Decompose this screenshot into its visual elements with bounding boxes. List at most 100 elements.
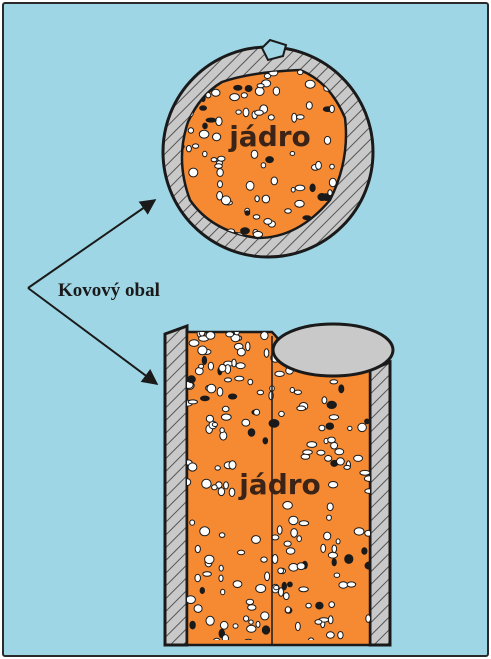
pore: [236, 110, 241, 114]
pore: [219, 533, 225, 538]
pore: [257, 84, 264, 88]
pore: [234, 85, 242, 90]
pore: [188, 463, 197, 471]
pore: [261, 557, 267, 562]
pore: [285, 607, 290, 613]
pore: [221, 589, 225, 595]
pore: [188, 376, 196, 383]
pore: [212, 485, 218, 490]
pore: [257, 390, 263, 394]
pore: [344, 465, 350, 469]
pore: [200, 106, 207, 110]
pore: [212, 89, 220, 96]
pore: [327, 503, 333, 511]
pore: [277, 526, 282, 535]
pore: [283, 502, 293, 510]
pore: [360, 470, 370, 475]
pore: [327, 632, 335, 638]
pore: [203, 151, 207, 156]
pore: [295, 185, 305, 191]
pore: [245, 211, 250, 216]
pore: [262, 626, 269, 634]
pore: [291, 529, 298, 538]
pore: [229, 488, 235, 496]
pore: [261, 612, 269, 620]
pore: [328, 616, 333, 624]
pore: [198, 346, 207, 355]
pore: [330, 380, 338, 384]
pore: [248, 429, 255, 436]
metal-casing-label: Kovový obal: [58, 280, 160, 301]
pore: [263, 438, 268, 444]
pore: [334, 573, 340, 577]
pore: [332, 545, 337, 553]
pore: [200, 588, 204, 594]
pore: [366, 615, 371, 623]
pore: [291, 188, 295, 193]
pore: [338, 632, 343, 639]
pore: [296, 622, 301, 630]
pore: [269, 420, 279, 428]
pore: [324, 532, 331, 540]
pore: [262, 195, 269, 203]
pore: [242, 419, 250, 426]
pore: [339, 385, 344, 393]
pore: [315, 620, 322, 625]
pore: [193, 144, 199, 148]
core-label-top: jádro: [228, 120, 311, 153]
pore: [319, 425, 325, 431]
pore: [266, 157, 274, 163]
pore: [221, 414, 231, 420]
pore: [290, 388, 294, 393]
pore: [222, 406, 229, 411]
pore: [284, 541, 291, 546]
pore: [195, 545, 200, 552]
pore: [354, 528, 364, 535]
pore: [219, 565, 223, 571]
pore: [219, 364, 226, 371]
pore: [246, 181, 254, 190]
pore: [321, 544, 326, 552]
pore: [336, 539, 340, 544]
pore: [186, 596, 195, 604]
pore: [322, 397, 327, 404]
pore: [224, 482, 229, 489]
pore: [215, 164, 223, 169]
pore: [337, 458, 345, 465]
pore: [235, 376, 244, 381]
pore: [327, 515, 332, 520]
pore: [297, 115, 305, 120]
pore: [305, 80, 315, 88]
pore: [201, 396, 210, 401]
pore: [229, 394, 237, 399]
pore: [254, 409, 260, 415]
pore: [297, 563, 305, 570]
pore: [253, 231, 262, 237]
pore: [310, 184, 315, 192]
pore: [233, 581, 242, 588]
pore: [255, 87, 264, 95]
pore: [253, 215, 260, 219]
pore: [255, 196, 259, 202]
pore: [203, 123, 208, 129]
pore: [200, 527, 210, 536]
pore: [330, 164, 335, 169]
pore: [229, 461, 236, 469]
pore: [348, 426, 352, 430]
pore: [190, 520, 195, 525]
pore: [332, 559, 336, 566]
pore: [246, 599, 253, 604]
casing-wall-right: [370, 362, 390, 645]
pore: [271, 177, 277, 185]
pore: [279, 588, 284, 597]
pore: [326, 423, 334, 429]
pore: [294, 390, 301, 394]
pore: [212, 423, 217, 427]
pore: [347, 582, 356, 587]
pore: [306, 102, 312, 110]
pore: [220, 428, 224, 433]
pore: [199, 130, 209, 138]
pore: [217, 169, 223, 177]
pore: [218, 181, 223, 188]
pore: [329, 602, 335, 608]
